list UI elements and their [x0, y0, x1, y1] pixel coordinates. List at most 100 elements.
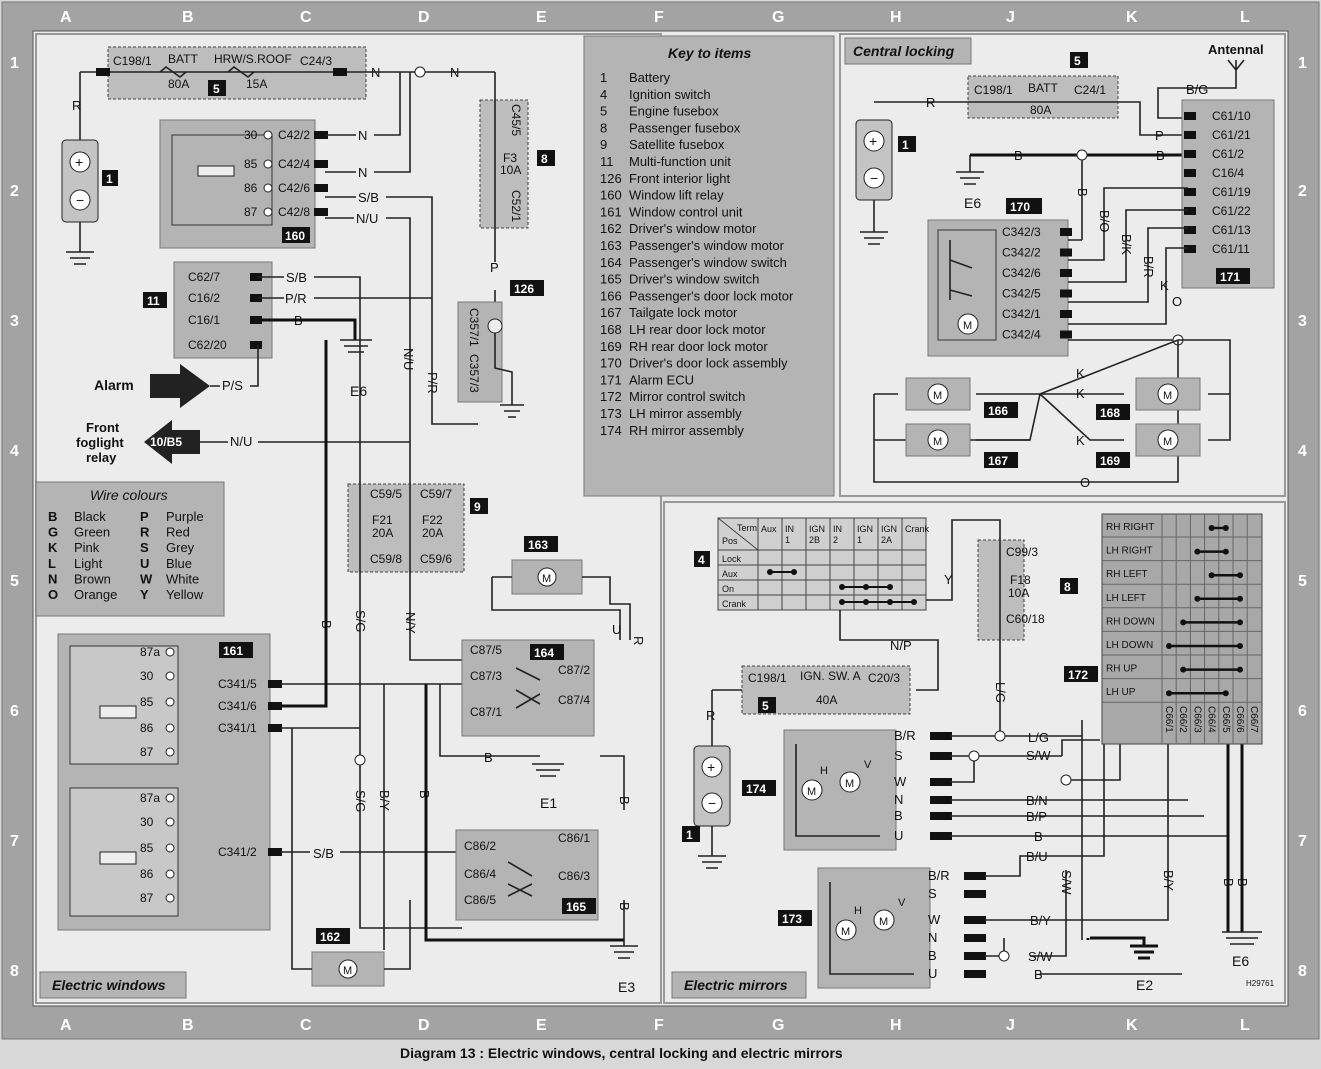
fuse9-c3: C59/7	[420, 487, 452, 501]
wire-colour-name: Pink	[74, 540, 100, 555]
grid-col-bottom-H: H	[890, 1017, 902, 1034]
key-item-label: RH mirror assembly	[629, 423, 744, 438]
switch165-conn: C86/1	[558, 831, 590, 845]
sw172-contact	[1222, 525, 1229, 531]
earth-e6-windows	[340, 339, 372, 353]
grid-col-bottom-F: F	[654, 1017, 664, 1034]
key-item-label: Front interior light	[629, 171, 731, 186]
mirror173-connector	[964, 952, 986, 960]
wire-label-b-lock2: B	[1156, 148, 1165, 163]
sw172-row: RH RIGHT	[1106, 522, 1154, 533]
grid-col-bottom-K: K	[1126, 1017, 1138, 1034]
wire-label-r-lock: R	[926, 95, 935, 110]
sw172-contact	[1194, 595, 1201, 602]
sw172-col: C66/6	[1234, 706, 1245, 733]
assy170-connector	[1060, 289, 1072, 298]
unit161-pin: 30	[140, 669, 154, 683]
relay-pin-terminal	[263, 207, 273, 217]
mfuse5-ign: IGN. SW. A	[800, 669, 861, 683]
unit161-pin: 86	[140, 721, 154, 735]
mirror173-wire: S	[928, 886, 937, 901]
mirror173-wire: U	[928, 966, 937, 981]
earth-e6-mirror: E6	[1232, 953, 1249, 969]
wire-label-o-lock: O	[1172, 294, 1182, 309]
unit161-terminal	[165, 647, 175, 657]
section-label-box-windows	[39, 971, 187, 999]
unit161-conn: C341/5	[218, 677, 257, 691]
ecu171-conn: C61/19	[1212, 185, 1251, 199]
wire-label-b-164: B	[484, 750, 493, 765]
sw172-contact	[1180, 619, 1187, 626]
tag-4: 4	[698, 553, 705, 567]
unit161-conn: C341/1	[218, 721, 257, 735]
unit161-terminal	[165, 893, 175, 903]
grid-row-left-3: 3	[10, 313, 19, 330]
wire-b-to-e6	[258, 318, 357, 340]
unit161-connector	[268, 724, 282, 732]
mirror174-connector	[930, 832, 952, 840]
unit161-terminal	[165, 697, 175, 707]
wire-label-bp: B/P	[1026, 809, 1047, 824]
lock-fuse-batt: BATT	[1028, 81, 1058, 95]
ign-row-label: Lock	[722, 554, 742, 564]
svg-text:S/B: S/B	[358, 190, 379, 205]
grid-col-bottom-E: E	[536, 1017, 547, 1034]
wire-colours-box	[35, 481, 225, 617]
grid-col-bottom-G: G	[772, 1017, 784, 1034]
switch164-contacts	[515, 667, 541, 709]
unit161-pin: 87a	[140, 791, 160, 805]
ign-row-label: Crank	[722, 599, 747, 609]
sw172-contact	[1208, 572, 1215, 579]
unit161-pin: 85	[140, 695, 154, 709]
key-item-label: Passenger's window motor	[629, 238, 785, 253]
key-item-label: Driver's window switch	[629, 272, 759, 287]
svg-text:S/B: S/B	[286, 270, 307, 285]
tag-173: 173	[782, 912, 802, 926]
sw172-row: RH DOWN	[1106, 616, 1155, 627]
wire-label-lg1: L/G	[993, 682, 1008, 703]
grid-col-top-C: C	[300, 9, 312, 26]
door-lock-assembly-170	[927, 219, 1069, 357]
wire-label-br: B/R	[1141, 256, 1156, 278]
lh-mirror-173	[817, 867, 931, 989]
wire-colour-name: Light	[74, 556, 103, 571]
grid-col-top-H: H	[890, 9, 902, 26]
earth-e1: E1	[540, 795, 557, 811]
wire-label-b-sw2: B	[1235, 878, 1250, 887]
tag-172: 172	[1068, 668, 1088, 682]
relay-conn: C42/6	[278, 181, 310, 195]
wire-label-b-lock3: B	[1075, 188, 1090, 197]
wire-code: L	[48, 556, 56, 571]
mfuse8-f: F18	[1010, 573, 1031, 587]
key-item-label: Multi-function unit	[629, 154, 731, 169]
wire-colour-name: Brown	[74, 571, 111, 586]
key-item-num: 9	[600, 137, 607, 152]
lock-motor-tag-bg	[984, 402, 1018, 418]
unit161-conn: C341/2	[218, 845, 257, 859]
switch164-conn: C87/2	[558, 663, 590, 677]
tag-5-mirrors: 5	[762, 699, 769, 713]
wire-label-sg: S/G	[353, 610, 368, 632]
key-item-num: 172	[600, 389, 622, 404]
wire-label-sb-161: S/B	[313, 846, 334, 861]
wire-label-b-sw1: B	[1221, 878, 1236, 887]
wire-code: S	[140, 540, 149, 555]
sw172-contact	[1180, 666, 1187, 673]
unit161-terminal	[165, 869, 175, 879]
svg-text:B: B	[294, 313, 303, 328]
relay-coil	[197, 165, 235, 177]
tag-5-lock: 5	[1074, 54, 1081, 68]
assy170-connector	[1060, 330, 1072, 339]
light-bulb	[487, 318, 503, 334]
relay-pin: 87	[244, 205, 258, 219]
fuse8-c1: C45/5	[509, 104, 523, 136]
ecu171-connector	[1184, 131, 1196, 139]
central-locking-circuit: Antennal B/G C198/1 BATT 80A C24/1 5 R P…	[855, 42, 1275, 490]
alarm-label: Alarm	[94, 377, 134, 393]
ecu171-connector	[1184, 169, 1196, 177]
lock-motor-m: M	[933, 436, 942, 448]
